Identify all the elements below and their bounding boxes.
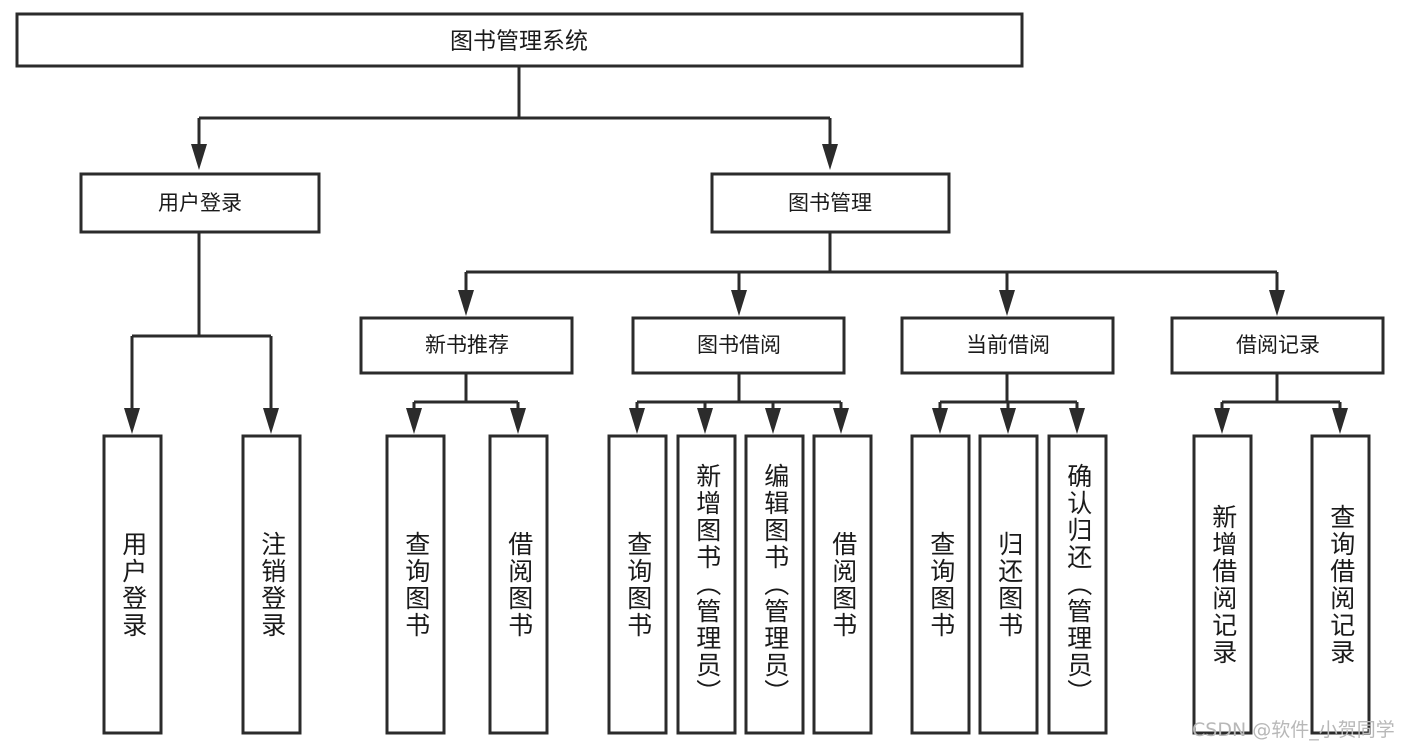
node-current-borrow[interactable]: 当前借阅	[900, 316, 1115, 375]
node-borrow-record-box[interactable]	[1170, 316, 1385, 375]
node-current-borrow-label: 当前借阅	[966, 333, 1050, 357]
node-leaf-confirm-return-box[interactable]	[1047, 434, 1108, 735]
node-leaf-query-record-box[interactable]	[1310, 434, 1371, 735]
node-book-borrow[interactable]: 图书借阅	[631, 316, 846, 375]
csdn-watermark: CSDN @软件_小贺同学	[1192, 719, 1395, 741]
node-user-login-box[interactable]	[79, 172, 321, 234]
node-leaf-query-book-2-box[interactable]	[607, 434, 668, 735]
node-new-book-rec-box[interactable]	[359, 316, 574, 375]
node-leaf-borrow-book-2-box[interactable]	[812, 434, 873, 735]
node-root[interactable]: 图书管理系统	[15, 12, 1024, 68]
arrow-to-leaf-edit-book	[765, 408, 781, 434]
arrow-to-leaf-logout	[263, 408, 279, 434]
arrow-to-borrow-record	[1269, 290, 1285, 316]
arrow-to-leaf-return-book	[1000, 408, 1016, 434]
node-root-label: 图书管理系统	[450, 29, 588, 55]
node-borrow-record[interactable]: 借阅记录	[1170, 316, 1385, 375]
node-leaf-logout-box[interactable]	[241, 434, 302, 735]
node-leaf-user-login-box[interactable]	[102, 434, 163, 735]
node-leaf-query-book-1-box[interactable]	[385, 434, 446, 735]
node-leaf-edit-book-box[interactable]	[744, 434, 805, 735]
node-user-login[interactable]: 用户登录	[79, 172, 321, 234]
node-root-box[interactable]	[15, 12, 1024, 68]
arrow-to-book-borrow	[731, 290, 747, 316]
arrow-to-current-borrow	[999, 290, 1015, 316]
arrow-to-leaf-query-book-1	[406, 408, 422, 434]
node-leaf-add-book-box[interactable]	[676, 434, 737, 735]
arrow-to-leaf-confirm-return	[1069, 408, 1085, 434]
node-leaf-add-record-box[interactable]	[1192, 434, 1253, 735]
node-book-manage-label: 图书管理	[788, 191, 872, 215]
arrow-to-leaf-query-record	[1332, 408, 1348, 434]
arrow-to-leaf-add-book	[697, 408, 713, 434]
node-book-manage-box[interactable]	[710, 172, 951, 234]
node-borrow-record-label: 借阅记录	[1236, 333, 1320, 357]
node-book-borrow-label: 图书借阅	[697, 333, 781, 357]
node-current-borrow-box[interactable]	[900, 316, 1115, 375]
arrow-to-leaf-query-book-2	[629, 408, 645, 434]
arrow-to-leaf-query-book-3	[932, 408, 948, 434]
node-book-borrow-box[interactable]	[631, 316, 846, 375]
arrow-to-new-book-rec	[458, 290, 474, 316]
arrow-to-leaf-user-login	[124, 408, 140, 434]
connector-layer	[124, 66, 1348, 434]
leaf-box-layer	[102, 434, 1371, 735]
arrow-to-book-manage	[822, 144, 838, 170]
arrow-to-leaf-borrow-book-1	[510, 408, 526, 434]
arrow-to-leaf-add-record	[1214, 408, 1230, 434]
node-user-login-label: 用户登录	[158, 191, 242, 215]
node-new-book-rec[interactable]: 新书推荐	[359, 316, 574, 375]
node-leaf-return-book-box[interactable]	[978, 434, 1039, 735]
node-new-book-rec-label: 新书推荐	[425, 333, 509, 357]
node-book-manage[interactable]: 图书管理	[710, 172, 951, 234]
node-leaf-query-book-3-box[interactable]	[910, 434, 971, 735]
arrow-to-user-login	[191, 144, 207, 170]
node-leaf-borrow-book-1-box[interactable]	[488, 434, 549, 735]
arrow-to-leaf-borrow-book-2	[833, 408, 849, 434]
